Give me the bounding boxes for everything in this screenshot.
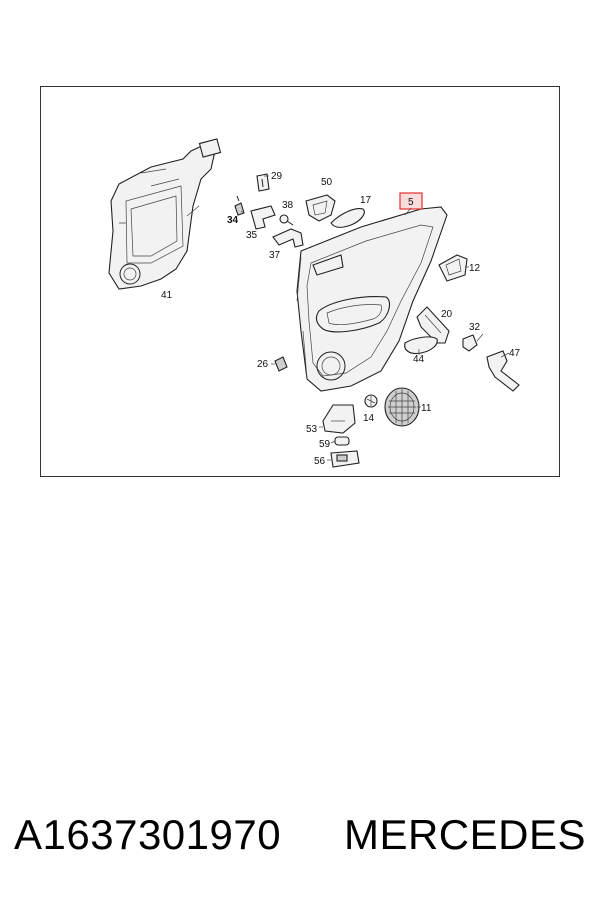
callout-11: 11 [421, 403, 432, 414]
part-17-pull-handle [330, 208, 365, 228]
callout-32: 32 [469, 322, 481, 333]
callout-47: 47 [509, 348, 521, 359]
part-20-armrest-bracket [416, 306, 450, 344]
callout-17: 17 [360, 195, 372, 206]
callout-29: 29 [271, 171, 283, 182]
leader-lines [240, 175, 510, 461]
callout-56: 56 [314, 456, 326, 467]
parts-diagram-frame: 29 50 17 38 34 35 37 5 12 41 20 32 47 44… [40, 86, 560, 477]
callout-37: 37 [269, 250, 281, 261]
part-47-trim-strip [486, 350, 520, 392]
callout-50: 50 [321, 177, 333, 188]
part-56-lamp [330, 450, 360, 468]
part-44-pad [404, 336, 438, 355]
callout-41: 41 [161, 290, 173, 301]
part-32-clip [462, 334, 478, 352]
callout-53: 53 [306, 424, 318, 435]
callout-14: 14 [363, 413, 375, 424]
callout-20: 20 [441, 309, 453, 320]
callout-5-highlight [399, 192, 423, 210]
callout-26: 26 [257, 359, 269, 370]
brand-name: MERCEDES [343, 811, 586, 858]
part-29-clip [256, 173, 270, 192]
part-53-switch-housing [322, 404, 356, 434]
callout-34: 34 [227, 215, 239, 226]
callout-38: 38 [282, 200, 294, 211]
callout-35: 35 [246, 230, 258, 241]
part-number: A1637301970 [14, 811, 282, 858]
part-5-door-trim-panel [296, 206, 448, 392]
part-37-bracket [272, 228, 304, 248]
callout-44: 44 [413, 354, 425, 365]
part-11-speaker-grille [384, 387, 420, 427]
callout-59: 59 [319, 439, 331, 450]
part-14-knob [364, 394, 378, 408]
part-35-bracket [250, 205, 276, 230]
parts-diagram: 29 50 17 38 34 35 37 5 12 41 20 32 47 44… [108, 138, 521, 468]
part-50-handle-housing [305, 194, 336, 222]
footer: A1637301970 MERCEDES [0, 800, 600, 870]
callout-12: 12 [469, 263, 481, 274]
part-41-door-shield [108, 138, 222, 290]
part-38-pin [279, 214, 294, 226]
part-59-bulb [334, 436, 350, 446]
part-12-lock-housing [438, 254, 468, 282]
part-26-clip [274, 356, 288, 372]
callout-5: 5 [408, 197, 414, 208]
